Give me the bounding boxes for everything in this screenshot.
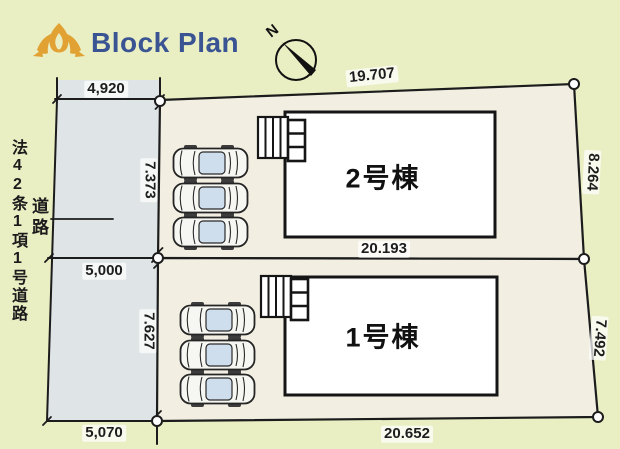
- entrance-steps-icon: [256, 115, 307, 163]
- road-callout-label: 道路: [29, 197, 48, 239]
- dim-road-frontage-bottom: 5,070: [82, 424, 126, 442]
- car-icon: [179, 336, 256, 374]
- road-law-label: 法42条1項1号道路: [9, 139, 26, 323]
- compass-icon: N: [263, 21, 317, 81]
- car-icon: [179, 370, 256, 408]
- dim-plot1-right: 7.492: [589, 315, 610, 361]
- building-1-outline: [283, 275, 499, 397]
- lotus-icon: [33, 23, 85, 57]
- car-icon: [172, 213, 249, 251]
- dim-plot1-bottom: 20.652: [381, 425, 433, 443]
- car-icon: [172, 144, 249, 182]
- road-surface: [47, 80, 160, 421]
- dim-road-frontage-top: 4,920: [84, 80, 128, 98]
- dim-road-frontage-mid: 5,000: [82, 262, 126, 280]
- boundary-markers: [151, 78, 604, 427]
- dim-plot2-road-depth: 7.373: [140, 158, 158, 202]
- dim-plot2-bottom: 20.193: [358, 240, 410, 258]
- brand-title: Block Plan: [91, 27, 240, 58]
- car-icon: [179, 301, 256, 339]
- building-2-label: 2号棟: [345, 163, 421, 194]
- building-1-label: 1号棟: [345, 322, 421, 353]
- compass-north-label: N: [263, 21, 282, 41]
- entrance-steps-icon: [259, 274, 310, 322]
- car-icon: [172, 179, 249, 217]
- building-2-outline: [283, 110, 497, 239]
- dim-plot1-road-depth: 7.627: [139, 309, 157, 353]
- dim-plot2-right: 8.264: [582, 149, 602, 195]
